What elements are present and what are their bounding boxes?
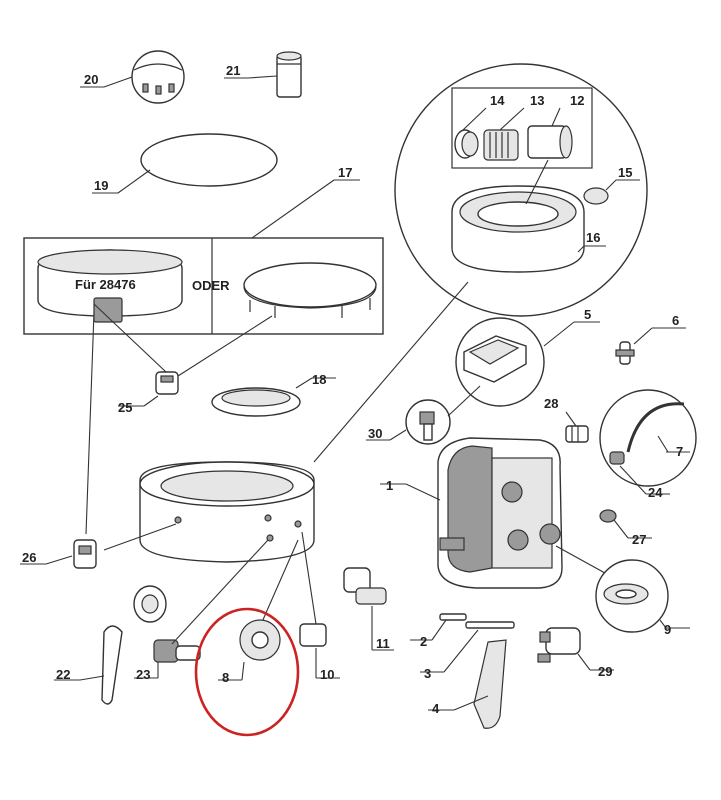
label-part-28: 28 <box>544 396 558 411</box>
label-part-29: 29 <box>598 664 612 679</box>
label-part-22: 22 <box>56 667 70 682</box>
label-part-20: 20 <box>84 72 98 87</box>
part-9-gasket-detail <box>595 559 690 633</box>
label-part-18: 18 <box>312 372 326 387</box>
label-part-2: 2 <box>420 634 427 649</box>
part-3-pin <box>420 621 515 673</box>
label-part-16: 16 <box>586 230 600 245</box>
part-18-disc <box>211 377 336 417</box>
part-26-clip <box>20 539 97 569</box>
label-part-3: 3 <box>424 666 431 681</box>
cover-or-text: ODER <box>192 278 230 293</box>
part-19-cover-seal <box>92 133 278 194</box>
label-part-4: 4 <box>432 701 440 716</box>
part-7-hose-detail <box>599 389 697 495</box>
part-6-connector <box>615 327 686 365</box>
part-28-fitting <box>565 411 589 443</box>
part-30-valve <box>366 385 481 445</box>
part-21-cartridge <box>224 51 302 98</box>
label-part-5: 5 <box>584 307 591 322</box>
label-part-7: 7 <box>676 444 683 459</box>
label-part-11: 11 <box>376 636 390 651</box>
part-22-wrench <box>54 625 123 705</box>
label-part-10: 10 <box>320 667 334 682</box>
label-part-24: 24 <box>648 485 663 500</box>
part-25-clip <box>93 303 273 407</box>
part-4-handle <box>428 639 507 729</box>
label-part-17: 17 <box>338 165 352 180</box>
label-part-21: 21 <box>226 63 240 78</box>
label-part-6: 6 <box>672 313 679 328</box>
part-5-control-panel <box>455 317 600 407</box>
label-part-15: 15 <box>618 165 632 180</box>
part-2-screw <box>410 613 467 641</box>
label-part-13: 13 <box>530 93 544 108</box>
label-part-14: 14 <box>490 93 505 108</box>
part-8-highlight-ring <box>194 607 300 737</box>
part-16-filter-housing-detail <box>313 63 648 463</box>
part-17-cover-box <box>23 179 384 335</box>
spa-tub <box>85 311 315 563</box>
label-part-23: 23 <box>136 667 150 682</box>
part-10-valve-cap <box>299 531 340 679</box>
part-1-pump-unit <box>380 437 615 589</box>
label-part-26: 26 <box>22 550 36 565</box>
part-8-gasket <box>218 539 299 681</box>
label-part-27: 27 <box>632 532 646 547</box>
part-20-floater <box>80 50 185 104</box>
cover-model-text: Für 28476 <box>75 277 136 292</box>
part-27-cap <box>599 509 652 539</box>
label-part-8: 8 <box>222 670 229 685</box>
label-part-25: 25 <box>118 400 132 415</box>
label-part-30: 30 <box>368 426 382 441</box>
part-29-heater-element <box>537 627 614 671</box>
label-part-12: 12 <box>570 93 584 108</box>
label-part-9: 9 <box>664 622 671 637</box>
part-23-jet <box>133 539 269 679</box>
label-part-19: 19 <box>94 178 108 193</box>
part-11-connector <box>343 567 394 651</box>
label-part-1: 1 <box>386 478 393 493</box>
